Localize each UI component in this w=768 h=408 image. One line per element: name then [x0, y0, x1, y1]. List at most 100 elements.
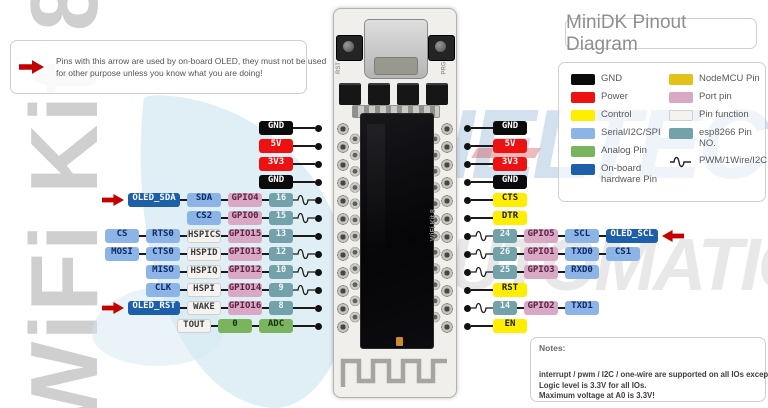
pin-box: GPIO2: [524, 301, 558, 315]
pin-box: 5V: [493, 139, 527, 153]
legend-item-nodemcu: NodeMCU Pin: [669, 73, 767, 85]
pin-box: CLK: [146, 283, 180, 297]
legend-item-pwm: PWM/1Wire/I2C: [669, 155, 767, 168]
pin-row-right-3v3: 3V3: [464, 156, 527, 172]
pin-box: 26: [493, 247, 517, 261]
pin-box: GPIO1: [524, 247, 558, 261]
notes-line: Logic level is 3.3V for all IOs.: [539, 380, 647, 390]
gnd-swatch: [571, 73, 595, 85]
pin-dot: [464, 322, 471, 330]
pin-row-left-mosi: MOSI CTS0 HSPID GPIO13 12: [105, 246, 322, 262]
esp8266-swatch: [669, 127, 693, 139]
pin-box: SDA: [187, 193, 221, 207]
pin-row-right-en: EN: [464, 318, 527, 334]
pwm-squiggle-icon: [670, 156, 691, 168]
pin-dot: [464, 232, 471, 240]
pin-row-left-5v: 5V: [259, 138, 322, 154]
pin-box: HSPID: [187, 247, 221, 261]
pin-dot: [315, 178, 322, 186]
pin-box: 0: [218, 319, 252, 333]
legend-item-gnd: GND: [571, 73, 665, 85]
page-title-text: MiniDK Pinout Diagram: [566, 11, 687, 55]
oled-warning-line2: for other purpose unless you know what y…: [56, 68, 263, 78]
pin-box: 5V: [259, 139, 293, 153]
oled-arrow-icon: [102, 194, 124, 206]
pin-row-right-gnd-2: GND: [464, 174, 527, 190]
reset-button-label: RST: [336, 62, 342, 74]
pin-box: GND: [259, 175, 293, 189]
notes-title: Notes:: [539, 343, 566, 353]
pin-box: 12: [269, 247, 293, 261]
pin-box: GPIO15: [228, 229, 262, 243]
pin-row-right-dtr: DTR: [464, 210, 527, 226]
pwm-squiggle-icon: [471, 302, 493, 314]
page-title: MiniDK Pinout Diagram: [565, 12, 757, 55]
pin-box: HSPIQ: [187, 265, 221, 279]
pin-box: 3V3: [493, 157, 527, 171]
legend-item-control: Control: [571, 109, 665, 121]
pin-box: TXD1: [565, 301, 599, 315]
pin-row-right-5v: 5V: [464, 138, 527, 154]
pin-box: CS2: [187, 211, 221, 225]
pin-dot: [315, 304, 322, 312]
pin-dot: [315, 232, 322, 240]
pin-box: 14: [493, 301, 517, 315]
pin-holes-left-inner: [349, 130, 361, 326]
notes-line: interrupt / pwm / I2C / one-wire are sup…: [539, 370, 768, 379]
oled-arrow-icon: [662, 230, 684, 243]
pin-box: GPIO13: [228, 247, 262, 261]
pin-box: RST: [493, 283, 527, 297]
pin-dot: [464, 160, 471, 168]
pin-row-right-cts: CTS: [464, 192, 527, 208]
oled-arrow-icon: [19, 60, 44, 74]
pin-box: TOUT: [177, 319, 211, 333]
legend-column-2: NodeMCU Pin Port pin Pin function esp826…: [669, 73, 767, 168]
pin-box: CTS0: [146, 247, 180, 261]
pin-row-left-oled-sda: OLED_SDA SDA GPIO4 16: [102, 192, 322, 208]
pin-box: 24: [493, 229, 517, 243]
pwm-squiggle-icon: [471, 266, 493, 278]
pin-dot: [464, 268, 471, 276]
pwm-squiggle-icon: [293, 212, 315, 224]
pin-dot: [315, 322, 322, 330]
pin-box: CS1: [606, 247, 640, 261]
pin-box: GPIO3: [524, 265, 558, 279]
pin-box: 9: [269, 283, 293, 297]
legend-item-onboard: On-board hardware Pin: [571, 163, 665, 185]
control-swatch: [571, 109, 595, 121]
pin-box: 16: [269, 193, 293, 207]
pin-row-right-txd0: 26 GPIO1 TXD0 CS1: [464, 246, 640, 262]
pin-box: TXD0: [565, 247, 599, 261]
power-swatch: [571, 91, 595, 103]
notes-box: Notes: interrupt / pwm / I2C / one-wire …: [530, 337, 768, 402]
pin-box: OLED_SDA: [128, 193, 180, 207]
oled-warning-text: Pins with this arrow are used by on-boar…: [56, 55, 326, 79]
pin-box: CS: [105, 229, 139, 243]
pin-row-right-txd1: 14 GPIO2 TXD1: [464, 300, 599, 316]
pin-dot: [315, 250, 322, 258]
oled-warning-note: Pins with this arrow are used by on-boar…: [10, 40, 326, 94]
pwm-squiggle-icon: [471, 230, 493, 242]
pin-box: MISO: [146, 265, 180, 279]
pwm-squiggle-icon: [471, 248, 493, 260]
pin-box: CTS: [493, 193, 527, 207]
notes-line: Maximum voltage at A0 is 3.3V!: [539, 391, 655, 400]
pin-box: 3V3: [259, 157, 293, 171]
pin-dot: [464, 286, 471, 294]
pin-row-left-oled-rst: OLED_RST WAKE GPIO16 8: [102, 300, 322, 316]
pin-row-left-cs2: CS2 GPIO0 15: [187, 210, 322, 226]
pin-box: 15: [269, 211, 293, 225]
pin-row-left-clk: CLK HSPI GPIO14 9: [146, 282, 322, 298]
pin-dot: [315, 268, 322, 276]
pin-row-left-tout: TOUT 0 ADC: [177, 318, 322, 334]
pin-box: OLED_SCL: [606, 229, 658, 243]
pin-box: EN: [493, 319, 527, 333]
pin-box: SCL: [565, 229, 599, 243]
pin-dot: [315, 196, 322, 204]
pin-row-right-gnd-1: GND: [464, 120, 527, 136]
pin-row-left-gnd-1: GND: [259, 120, 322, 136]
serial-swatch: [571, 127, 595, 139]
pin-box: GND: [259, 121, 293, 135]
legend-item-serial: Serial/I2C/SPI: [571, 127, 665, 139]
pin-holes-right-inner: [429, 130, 441, 326]
